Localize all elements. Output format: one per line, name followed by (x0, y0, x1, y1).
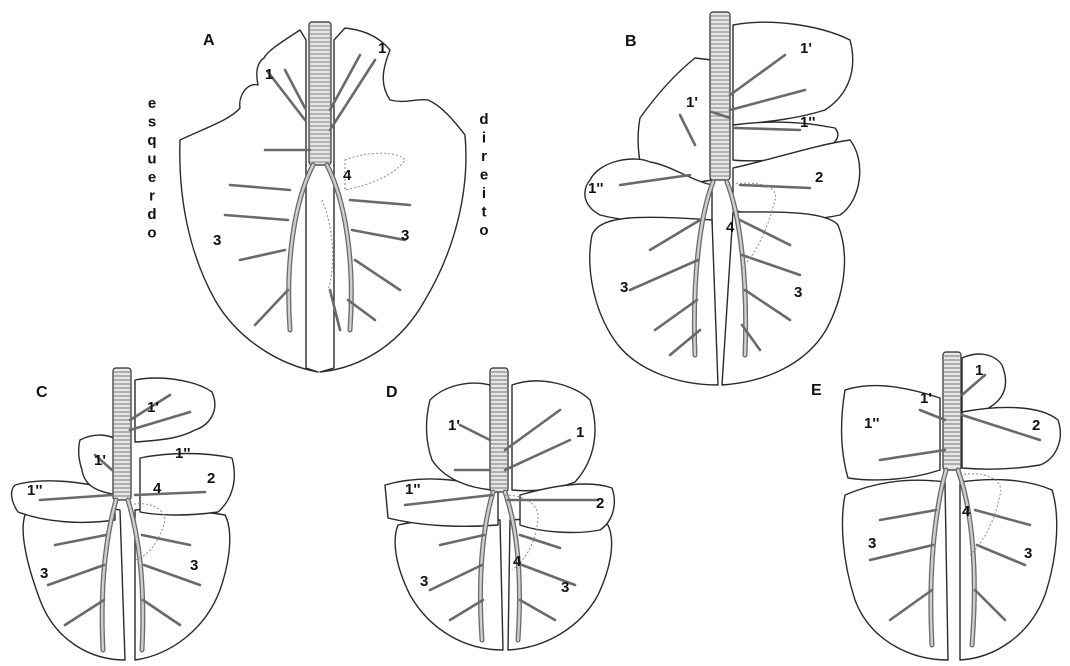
panel-c-letter: C (36, 384, 48, 401)
side-label-left-letter: u (147, 151, 156, 168)
side-label-left-letter: s (148, 114, 156, 131)
panel-d-label: 3 (420, 573, 428, 590)
panel-c-label: 1'' (27, 482, 42, 499)
side-label-right-letter: e (480, 167, 488, 184)
panel-b-label: 1' (686, 94, 698, 111)
panel-c-label: 4 (153, 480, 162, 497)
side-label-right-letter: o (479, 222, 488, 239)
panel-e-letter: E (811, 382, 822, 399)
panel-c-label: 3 (40, 565, 48, 582)
panel-e-right-middle-lobe (962, 407, 1060, 469)
panel-a-accessory-bronchus (322, 200, 333, 290)
panel-c-right-lower-lobe (135, 509, 230, 660)
lung-lobes-layer (12, 22, 1061, 660)
panel-b-label: 4 (726, 219, 735, 236)
panel-d-letter: D (386, 384, 398, 401)
panel-c-label: 1' (94, 452, 106, 469)
side-label-left-letter: e (148, 169, 156, 186)
panel-b-label: 3 (620, 279, 628, 296)
panel-c-label: 3 (190, 557, 198, 574)
panel-a-label: 1 (378, 40, 386, 57)
panel-b-label: 1' (800, 40, 812, 57)
panel-e-label: 1' (920, 390, 932, 407)
side-label-left: esquerdo (147, 95, 156, 242)
side-label-right-letter: i (482, 185, 486, 202)
side-label-left-letter: e (148, 95, 156, 112)
panel-d-label: 3 (561, 579, 569, 596)
panel-c-label: 2 (207, 470, 215, 487)
panel-c-label: 1' (147, 399, 159, 416)
panel-e-label: 3 (868, 535, 876, 552)
side-label-left-letter: r (149, 188, 155, 205)
panel-b-letter: B (625, 33, 637, 50)
panel-d-label: 2 (596, 495, 604, 512)
panel-d-label: 1'' (405, 481, 420, 498)
panel-e-label: 4 (962, 503, 971, 520)
panel-a-label: 4 (343, 167, 352, 184)
panel-b-label: 2 (815, 169, 823, 186)
side-label-right: direito (479, 111, 488, 239)
panel-b-label: 1'' (800, 114, 815, 131)
side-label-right-letter: t (482, 204, 487, 221)
panel-d-right-lower-lobe (508, 519, 612, 650)
side-label-left-letter: o (147, 225, 156, 242)
panel-a-label: 3 (213, 232, 221, 249)
panel-d-trachea (490, 368, 508, 492)
panel-d-left-lower-lobe (395, 519, 503, 650)
panel-e-right-upper-lobe (962, 354, 1006, 412)
panel-e-label: 2 (1032, 417, 1040, 434)
panel-a-trachea (309, 22, 331, 165)
panel-b-label: 1'' (588, 180, 603, 197)
panel-d-label: 1 (576, 424, 584, 441)
panel-a-label: 1 (265, 66, 273, 83)
side-label-left-letter: q (147, 132, 156, 149)
panel-e-label: 3 (1024, 545, 1032, 562)
side-label-right-letter: r (481, 148, 487, 165)
panel-e-label: 1 (975, 362, 983, 379)
side-label-right-letter: d (479, 111, 488, 128)
side-label-right-letter: i (482, 130, 486, 147)
panel-a-letter: A (203, 32, 215, 49)
side-label-left-letter: d (147, 206, 156, 223)
panel-d-label: 4 (513, 553, 522, 570)
panel-e-label: 1'' (864, 415, 879, 432)
panel-b-label: 3 (794, 284, 802, 301)
panel-d-label: 1' (448, 417, 460, 434)
panel-c-label: 1'' (175, 445, 190, 462)
panel-b-right-upper-lobe (733, 22, 853, 125)
panel-a-label: 3 (401, 227, 409, 244)
